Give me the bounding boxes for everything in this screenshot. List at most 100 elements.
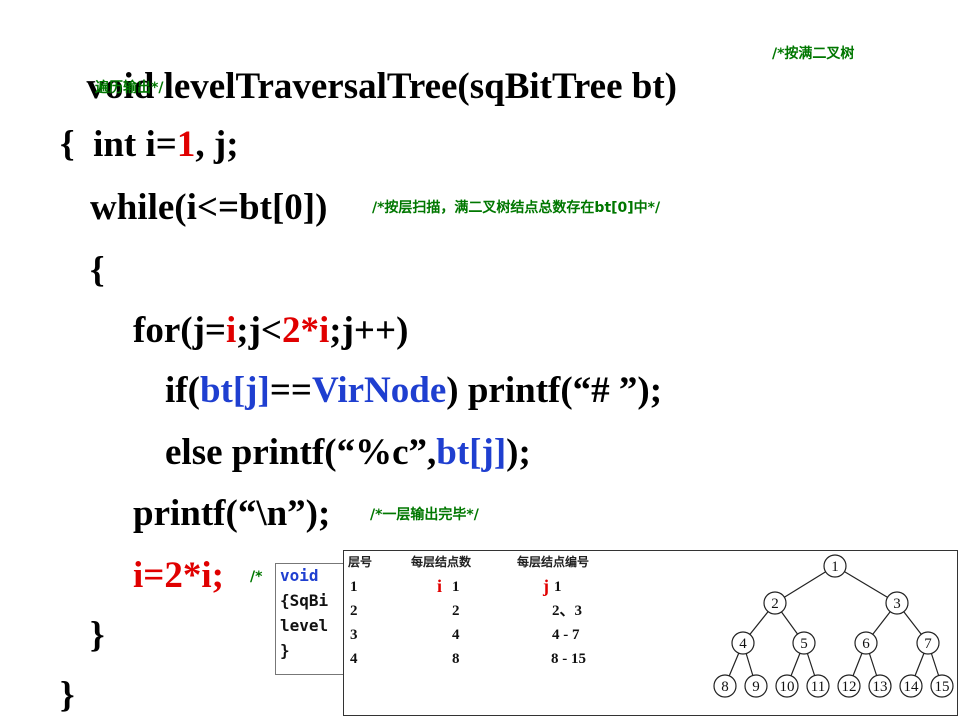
tree-node-label: 12 <box>842 679 857 695</box>
row-2-ids: 2、3 <box>552 603 583 619</box>
for-var-i: i <box>225 310 237 351</box>
tree-node-circle <box>916 631 940 655</box>
code-line-close-inner: } <box>90 615 105 656</box>
tree-node-7: 7 <box>916 631 940 655</box>
for-end: ;j++) <box>329 310 409 351</box>
tree-node-circle <box>899 674 923 698</box>
tree-node-label: 8 <box>721 679 729 695</box>
else-bt-j: bt[j] <box>436 432 507 473</box>
code-snippet-overlay: void {SqBi level } <box>275 563 347 675</box>
overlay-line-4: } <box>280 641 290 660</box>
function-signature: void levelTraversalTree(sqBitTree bt) <box>86 66 678 107</box>
code-line-else: else printf(“%c”,bt[j]); <box>165 434 531 471</box>
row-4-ids: 8 - 15 <box>551 651 586 667</box>
else-end: ); <box>506 432 531 473</box>
tree-node-label: 3 <box>893 596 901 612</box>
code-line-double-i: i=2*i; <box>133 555 224 596</box>
comment-level-scan: /*按层扫描，满二叉树结点总数存在bt[0]中*/ <box>372 200 661 216</box>
tree-node-label: 11 <box>811 679 825 695</box>
tree-edge <box>774 565 836 604</box>
header-node-ids: 每层结点编号 <box>517 555 590 569</box>
tree-node-label: 7 <box>924 636 932 652</box>
tree-node-label: 4 <box>739 636 747 652</box>
row-3-ids: 4 - 7 <box>552 627 580 643</box>
tree-node-14: 14 <box>899 674 923 698</box>
tree-node-circle <box>792 631 816 655</box>
tree-node-15: 15 <box>930 674 954 698</box>
if-bt-j: bt[j] <box>199 370 270 411</box>
row-1-level: 1 <box>350 579 358 595</box>
tree-node-label: 10 <box>780 679 795 695</box>
row-2-level: 2 <box>350 603 358 619</box>
tree-node-11: 11 <box>806 674 830 698</box>
tree-edge <box>834 565 898 604</box>
row-3-level: 3 <box>350 627 358 643</box>
tree-node-1: 1 <box>823 554 847 578</box>
tree-node-2: 2 <box>763 591 787 615</box>
tree-node-8: 8 <box>713 674 737 698</box>
tree-node-circle <box>806 674 830 698</box>
tree-node-6: 6 <box>854 631 878 655</box>
else-printf: else printf(“%c”, <box>165 432 437 473</box>
tree-node-label: 5 <box>800 636 808 652</box>
while-statement: while(i<=bt[0]) <box>90 187 328 228</box>
tree-node-label: 13 <box>873 679 888 695</box>
row-4-level: 4 <box>350 651 358 667</box>
tree-node-label: 1 <box>831 559 839 575</box>
tree-node-circle <box>713 674 737 698</box>
tree-node-10: 10 <box>775 674 799 698</box>
tree-node-circle <box>775 674 799 698</box>
level-table-and-tree-figure: 层号 每层结点数 每层结点编号 i j 1 1 1 2 2 2、3 3 4 4 … <box>343 550 958 716</box>
tree-node-circle <box>930 674 954 698</box>
tree-node-circle <box>731 631 755 655</box>
code-line-function-signature: void levelTraversalTree(sqBitTree bt) <box>68 31 678 107</box>
comment-partial: /* <box>250 569 263 585</box>
tree-node-circle <box>763 591 787 615</box>
header-node-count: 每层结点数 <box>411 555 472 569</box>
comment-level-done: /*一层输出完毕*/ <box>370 507 479 523</box>
tree-node-label: 9 <box>752 679 760 695</box>
if-start: if( <box>165 370 200 411</box>
decl-end: , j; <box>195 124 239 165</box>
for-cond: ;j< <box>236 310 282 351</box>
comment-traverse-b: 遍历输出*/ <box>95 80 164 96</box>
overlay-line-3: level <box>280 616 329 635</box>
comment-traverse-a: /*按满二叉树 <box>772 46 855 62</box>
row-1-count: 1 <box>452 579 460 595</box>
row-4-count: 8 <box>452 651 460 667</box>
marker-j: j <box>543 576 549 596</box>
tree-node-circle <box>837 674 861 698</box>
decl-init-value: 1 <box>176 124 196 165</box>
code-line-for: for(j=i;j<2*i;j++) <box>133 312 408 349</box>
if-virnode: VirNode <box>311 370 447 411</box>
for-start: for(j= <box>133 310 226 351</box>
row-2-count: 2 <box>452 603 460 619</box>
tree-node-3: 3 <box>885 591 909 615</box>
tree-node-circle <box>885 591 909 615</box>
marker-i: i <box>437 576 443 596</box>
code-line-newline-printf: printf(“\n”); <box>133 493 331 534</box>
tree-node-circle <box>744 674 768 698</box>
tree-node-12: 12 <box>837 674 861 698</box>
decl-start: { int i= <box>60 124 177 165</box>
tree-node-circle <box>854 631 878 655</box>
overlay-line-1: void <box>280 566 319 585</box>
row-3-count: 4 <box>452 627 460 643</box>
for-two-times: 2* <box>282 310 319 351</box>
tree-node-13: 13 <box>868 674 892 698</box>
if-eq: == <box>269 370 312 411</box>
overlay-line-2: {SqBi <box>280 591 329 610</box>
row-1-ids: 1 <box>554 579 562 595</box>
tree-node-4: 4 <box>731 631 755 655</box>
tree-node-circle <box>868 674 892 698</box>
code-line-close-outer: } <box>60 675 75 716</box>
tree-node-circle <box>823 554 847 578</box>
if-printf: ) printf(“# ”); <box>446 370 663 411</box>
code-line-declarations: { int i=1, j; <box>60 126 239 163</box>
for-var-i-2: i <box>319 310 330 351</box>
tree-node-label: 15 <box>935 679 950 695</box>
code-line-open-brace: { <box>90 250 105 291</box>
tree-node-label: 2 <box>771 596 779 612</box>
tree-node-label: 6 <box>862 636 870 652</box>
